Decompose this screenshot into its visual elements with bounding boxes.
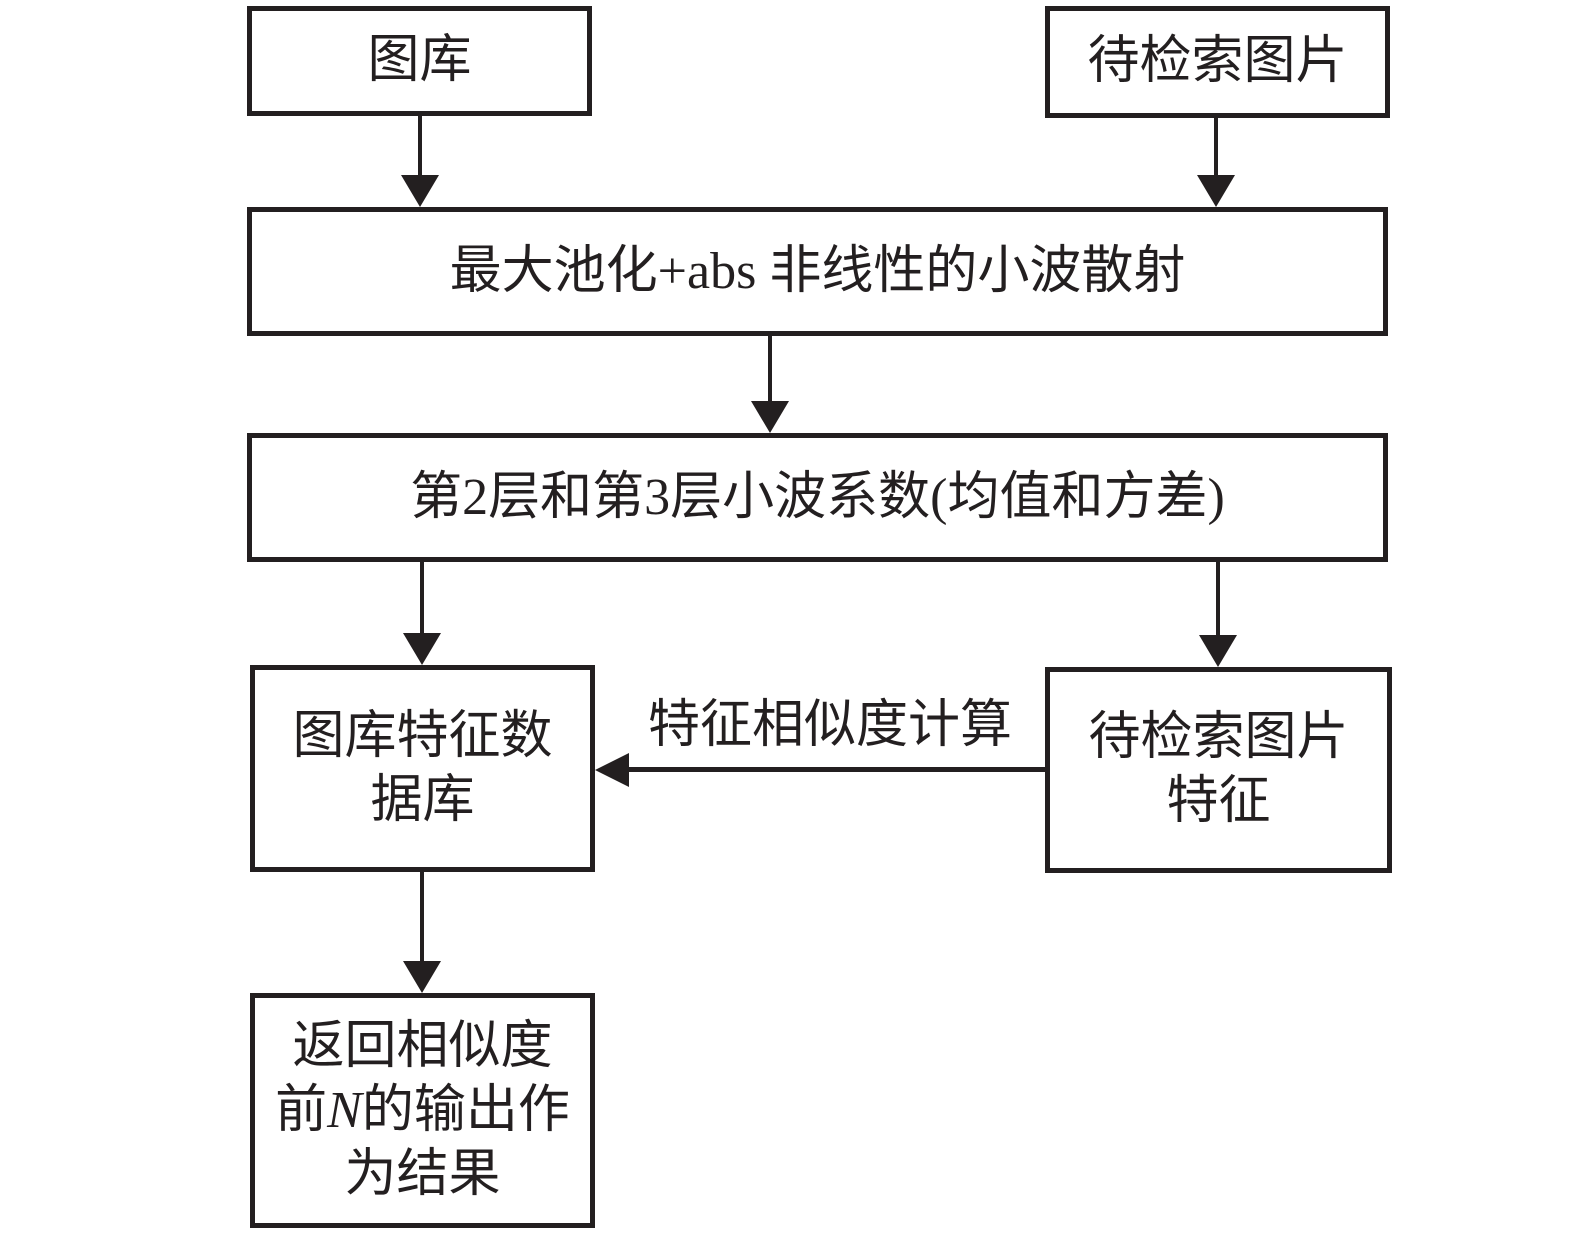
node-scattering: 最大池化+abs 非线性的小波散射 xyxy=(247,207,1388,336)
arrow-line xyxy=(1216,562,1220,636)
node-query-features: 待检索图片 特征 xyxy=(1045,667,1392,873)
arrowhead-down-icon xyxy=(751,401,789,433)
node-feature-db-line: 图库特征数 xyxy=(292,707,553,765)
node-query-features-line: 特征 xyxy=(1166,773,1271,830)
node-gallery-label: 图库 xyxy=(367,32,472,89)
arrow-line xyxy=(420,872,424,962)
node-query-image: 待检索图片 xyxy=(1045,6,1390,118)
node-query-image-label: 待检索图片 xyxy=(1087,33,1348,90)
node-result-line: 为结果 xyxy=(344,1145,501,1203)
arrowhead-down-icon xyxy=(403,633,441,665)
arrowhead-down-icon xyxy=(1197,175,1235,207)
arrow-line xyxy=(628,767,1045,772)
arrowhead-left-icon xyxy=(595,753,629,787)
similarity-edge-label: 特征相似度计算 xyxy=(647,697,1012,754)
node-result-line2-n: N xyxy=(327,1081,362,1139)
node-result: 返回相似度 前N的输出作 为结果 xyxy=(250,993,595,1228)
node-query-features-line: 待检索图片 xyxy=(1088,709,1349,766)
node-result-line2-post: 的输出作 xyxy=(361,1081,570,1139)
node-coefficients-label: 第2层和第3层小波系数(均值和方差) xyxy=(410,468,1225,526)
node-scattering-label: 最大池化+abs 非线性的小波散射 xyxy=(449,242,1186,300)
node-feature-db-line: 据库 xyxy=(370,771,475,829)
node-result-line2-pre: 前 xyxy=(275,1081,328,1139)
arrow-line xyxy=(1214,118,1218,177)
arrow-line xyxy=(420,562,424,634)
arrow-line xyxy=(418,116,422,177)
node-gallery: 图库 xyxy=(247,6,592,116)
arrowhead-down-icon xyxy=(401,175,439,207)
node-result-line: 返回相似度 xyxy=(292,1017,553,1075)
arrowhead-down-icon xyxy=(403,961,441,993)
node-feature-db: 图库特征数 据库 xyxy=(250,665,595,872)
arrow-line xyxy=(768,336,772,402)
node-result-line: 前N的输出作 xyxy=(275,1079,570,1143)
node-coefficients: 第2层和第3层小波系数(均值和方差) xyxy=(247,433,1388,562)
arrowhead-down-icon xyxy=(1199,635,1237,667)
